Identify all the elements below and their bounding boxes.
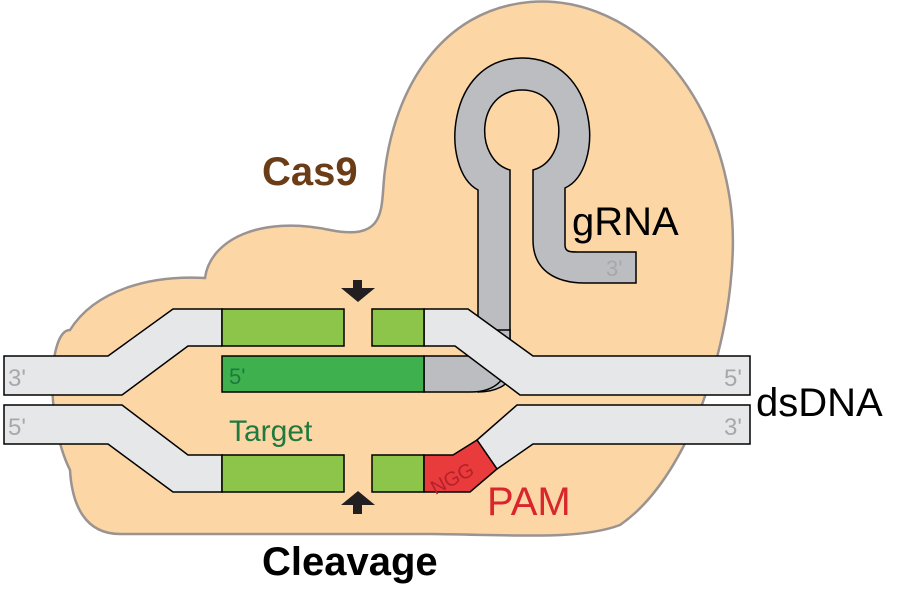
guide-target-hybrid: [221, 355, 425, 393]
nontarget-segment-right: [371, 308, 425, 347]
grna-hairpin: [454, 57, 637, 393]
pam-label: PAM: [487, 480, 571, 524]
pam-region: [423, 438, 499, 493]
cleavage-arrow-top-icon: [341, 280, 375, 302]
nontarget-segment-left: [221, 308, 345, 347]
target-label: Target: [229, 415, 313, 448]
dna-top-strand-right: [423, 308, 751, 396]
cleavage-arrow-bottom-icon: [341, 491, 375, 514]
bottom-right-end-label: 3': [724, 414, 742, 441]
target-segment-right: [371, 454, 425, 493]
grna-label: gRNA: [572, 200, 679, 244]
grna-3prime-label: 3': [606, 256, 622, 281]
target-segment-left: [221, 454, 345, 493]
guide-5prime-label: 5': [229, 364, 245, 389]
top-right-end-label: 5': [724, 365, 742, 392]
top-left-end-label: 3': [8, 365, 26, 392]
bottom-left-end-label: 5': [8, 414, 26, 441]
cleavage-label: Cleavage: [262, 540, 438, 584]
cas9-label: Cas9: [262, 150, 358, 194]
dsdna-label: dsDNA: [756, 381, 883, 425]
